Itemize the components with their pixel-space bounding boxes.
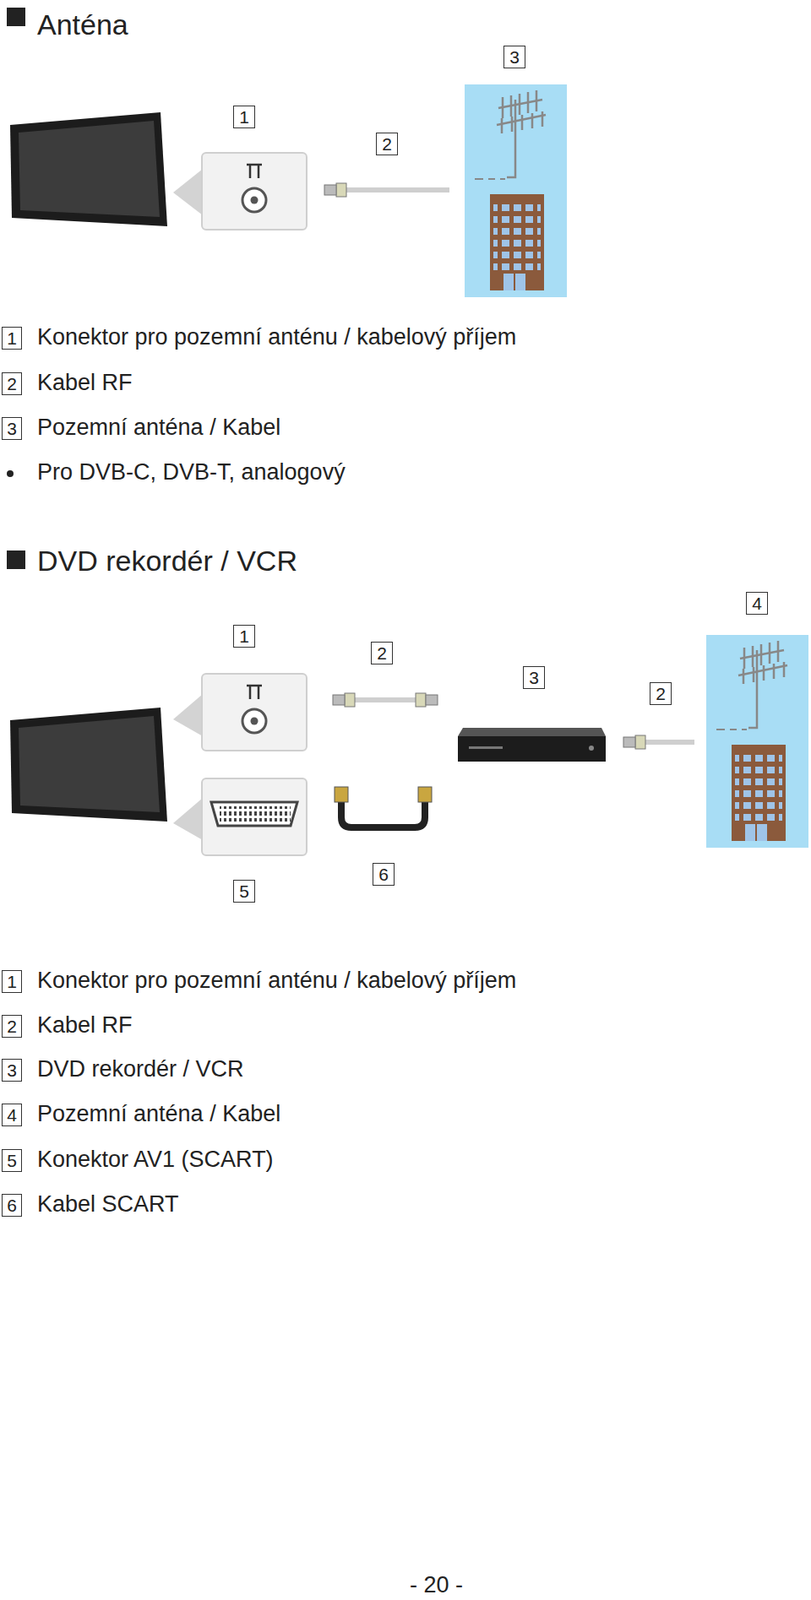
callout-number: 2 (375, 132, 398, 156)
list-number: 3 (1, 1059, 22, 1083)
list-text: Kabel SCART (37, 1192, 180, 1219)
list-text: Pozemní anténa / Kabel (37, 1101, 281, 1128)
list-text: Pozemní anténa / Kabel (37, 414, 281, 441)
list-text: Konektor pro pozemní anténu / kabelový p… (37, 324, 517, 351)
callout-number: 6 (372, 863, 395, 887)
callout-number: 2 (370, 642, 393, 665)
list-number: 6 (1, 1194, 22, 1218)
list-number: 1 (1, 970, 22, 994)
list-text: Kabel RF (37, 370, 133, 397)
callout-number: 2 (649, 682, 672, 706)
list-number: 4 (1, 1104, 22, 1127)
section-heading: DVD rekordér / VCR (37, 544, 298, 578)
list-number: 5 (1, 1149, 22, 1173)
list-number: 2 (1, 1015, 22, 1039)
list-text: Kabel RF (37, 1012, 133, 1040)
callout-number: 4 (745, 592, 768, 616)
list-text: Konektor pro pozemní anténu / kabelový p… (37, 968, 517, 995)
list-number: 1 (1, 326, 22, 350)
section-heading: Anténa (37, 8, 129, 42)
callout-number: 5 (233, 880, 256, 904)
callout-number: 3 (522, 666, 545, 690)
callout-number: 1 (233, 625, 256, 648)
page-number: - 20 - (409, 1573, 463, 1600)
list-text: Konektor AV1 (SCART) (37, 1147, 274, 1174)
note-text: Pro DVB-C, DVB-T, analogový (37, 459, 346, 486)
callout-number: 3 (503, 45, 526, 69)
list-text: DVD rekordér / VCR (37, 1056, 245, 1084)
callout-number: 1 (233, 105, 256, 129)
list-number: 3 (1, 417, 22, 441)
list-number: 2 (1, 372, 22, 396)
